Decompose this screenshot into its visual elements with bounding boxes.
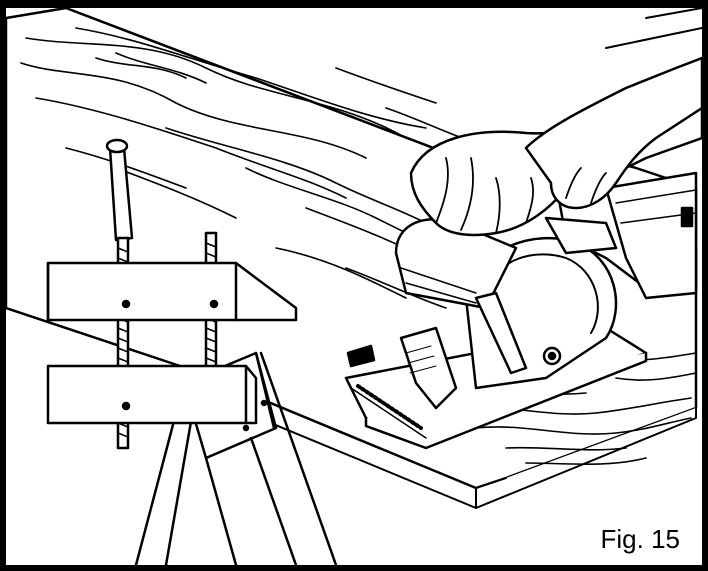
hands [409, 8, 702, 237]
c-clamp [46, 138, 298, 450]
circular-saw-illustration [6, 8, 702, 565]
figure-label: Fig. 15 [600, 524, 681, 554]
